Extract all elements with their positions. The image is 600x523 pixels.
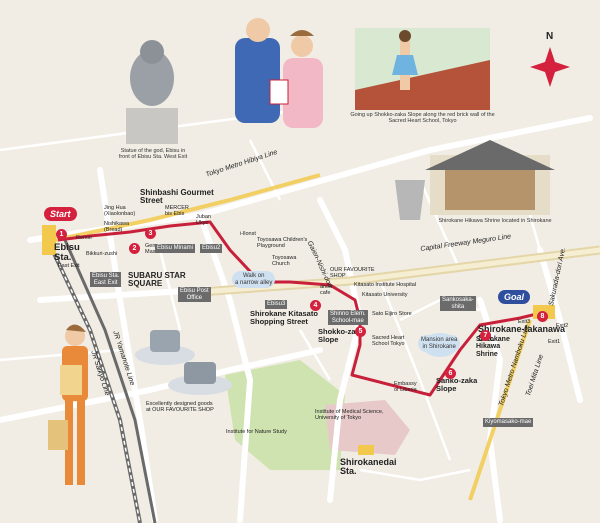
juban-ukyo-label: Juban Ukyo xyxy=(196,214,211,226)
route-stop-6: 6 xyxy=(445,368,456,379)
ebisu-station-mark xyxy=(42,225,56,255)
shirokane-kitasato-label: Shirokane Kitasato Shopping Street xyxy=(250,309,318,326)
route-stop-5: 5 xyxy=(355,326,366,337)
embassy-liberia-label: Embassy of Liberia xyxy=(394,381,417,393)
gen-mash-label: Gen Mash xyxy=(145,243,159,255)
kitasato-hospital-label: Kitasato Institute Hospital xyxy=(354,282,417,288)
nature-institute-label: Institute for Nature Study xyxy=(226,429,287,435)
exit2-label: Exit2 xyxy=(556,323,569,329)
kitasato-university-label: Kitasato University xyxy=(362,292,408,298)
sankosaka-shita-bus-stop: Sankosaka- shita xyxy=(440,296,476,312)
north-label: N xyxy=(546,31,554,42)
anea-cafe-label: anea cafe xyxy=(320,284,333,296)
jing-hua-label: Jing Hua (Xiaolonbao) xyxy=(104,205,136,217)
ilonst-label: i-llonst xyxy=(240,231,256,237)
ebisu3-bus-stop: Ebisu3 xyxy=(265,300,288,309)
route-stop-3: 3 xyxy=(145,228,156,239)
ebisu-sta-east-bus-stop: Ebisu Sta. East Exit xyxy=(90,272,122,288)
nishikawa-label: Nishikawa (Bread) xyxy=(104,221,130,233)
shirokanedai-station-mark xyxy=(358,445,374,455)
hikawa-shrine-label: Shirokane Hikawa Shrine xyxy=(476,336,510,358)
route-stop-2: 2 xyxy=(129,243,140,254)
sato-eijiro-label: Sato Eijiro Store xyxy=(372,311,412,317)
walking-route xyxy=(57,220,546,397)
sanko-zaka-label: Sanko-zaka Slope xyxy=(436,376,478,393)
ebisu-station-label: Ebisu Sta. xyxy=(54,242,80,263)
shirokanedai-station-label: Shirokanedai Sta. xyxy=(340,457,397,477)
teacup-illustration xyxy=(135,330,232,395)
route-stop-8: 8 xyxy=(537,311,548,322)
medical-institute-block xyxy=(325,400,410,455)
couple-illustration xyxy=(235,18,323,128)
compass-rose xyxy=(530,47,570,87)
woman-illustration xyxy=(48,324,88,485)
ebisu-statue-illustration xyxy=(126,40,178,144)
shokko-zaka-label: Shokko-zaka Slope xyxy=(318,327,364,344)
walk-alley-bubble: Walk on a narrow alley xyxy=(232,271,276,289)
shrine-illustration xyxy=(395,140,555,220)
shinbashi-gourmet-label: Shinbashi Gourmet Street xyxy=(140,188,214,206)
brick-wall-illustration xyxy=(355,28,490,110)
exit1-label: Exit1 xyxy=(548,339,561,345)
exit3-label: Exit3 xyxy=(518,319,531,325)
shokko-zaka-caption: Going up Shokko-zaka Slope along the red… xyxy=(350,112,495,125)
subaru-star-square-label: SUBARU STAR SQUARE xyxy=(128,271,186,289)
toyosawa-church-label: Toyosawa Church xyxy=(272,255,297,267)
excellent-goods-label: Excellently designed goods at OUR FAVOUR… xyxy=(146,401,214,413)
start-marker: Start xyxy=(44,207,77,221)
shinno-school-bus-stop: Shinno Elem. School-mae xyxy=(328,310,368,326)
ebisu-post-office-box: Ebisu Post Office xyxy=(178,287,211,303)
goal-marker: Goal xyxy=(498,290,531,304)
mercer-label: MERCER bis Ebis xyxy=(165,205,189,217)
ebisu2-bus-stop: Ebisu2 xyxy=(200,244,223,253)
sacred-heart-label: Sacred Heart School Tokyo xyxy=(372,335,405,347)
renoir-label: Renoir xyxy=(76,235,93,241)
medical-institute-label: Institute of Medical Science, University… xyxy=(315,409,384,421)
park-institute-nature xyxy=(225,360,345,470)
ebisu-east-exit-label: East Exit xyxy=(58,263,80,269)
route-stop-7: 7 xyxy=(480,330,491,341)
mansion-area-bubble: Mansion area in Shirokane xyxy=(418,335,461,353)
our-favourite-shop-label: OUR FAVOURITE SHOP xyxy=(330,267,375,279)
route-stop-4: 4 xyxy=(310,300,321,311)
hikawa-caption: Shirokane Hikawa Shrine located in Shiro… xyxy=(438,218,552,224)
ebisu-statue-caption: Statue of the god, Ebisu in front of Ebi… xyxy=(118,148,188,161)
ebisu-minami-bus-stop: Ebisu Minami xyxy=(155,244,196,253)
route-stop-1: 1 xyxy=(56,229,67,240)
bikkuri-zushi-label: Bikkuri-zushi xyxy=(86,251,118,257)
toyosawa-playground-label: Toyosawa Children's Playground xyxy=(257,237,308,249)
kiyomasako-mae-bus-stop: Kiyomasako-mae xyxy=(483,418,534,427)
